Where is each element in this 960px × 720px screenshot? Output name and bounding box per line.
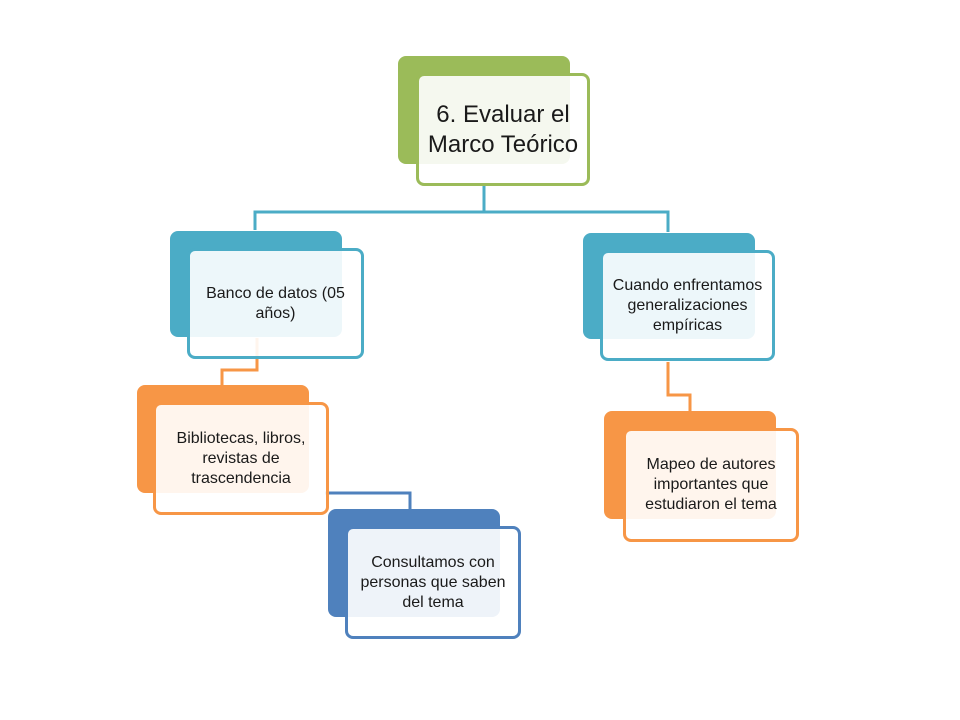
root-node-label: 6. Evaluar el Marco Teórico [427, 100, 579, 158]
right-child-node: Mapeo de autores importantes que estudia… [604, 411, 799, 542]
left-branch-label: Banco de datos (05 años) [206, 284, 345, 322]
left-child-label: Bibliotecas, libros, revistas de trascen… [176, 429, 306, 487]
left-branch-box: Banco de datos (05 años) [187, 248, 364, 359]
left-grandchild-node: Consultamos con personas que saben del t… [328, 509, 521, 639]
root-node: 6. Evaluar el Marco Teórico [398, 56, 590, 186]
connector-child-to-grandchild [325, 491, 412, 510]
connector-right-to-child [666, 362, 692, 412]
right-child-box: Mapeo de autores importantes que estudia… [623, 428, 799, 542]
left-grandchild-label: Consultamos con personas que saben del t… [360, 553, 506, 611]
right-branch-node: Cuando enfrentamos generalizaciones empí… [583, 233, 775, 361]
left-branch-node: Banco de datos (05 años) [170, 231, 364, 359]
right-child-label: Mapeo de autores importantes que estudia… [645, 456, 777, 513]
left-grandchild-box: Consultamos con personas que saben del t… [345, 526, 521, 639]
left-child-box: Bibliotecas, libros, revistas de trascen… [153, 402, 329, 515]
connector-root-branches [253, 210, 670, 232]
right-branch-label: Cuando enfrentamos generalizaciones empí… [612, 276, 763, 334]
root-node-box: 6. Evaluar el Marco Teórico [416, 73, 590, 186]
left-child-node: Bibliotecas, libros, revistas de trascen… [137, 385, 329, 515]
right-branch-box: Cuando enfrentamos generalizaciones empí… [600, 250, 775, 361]
